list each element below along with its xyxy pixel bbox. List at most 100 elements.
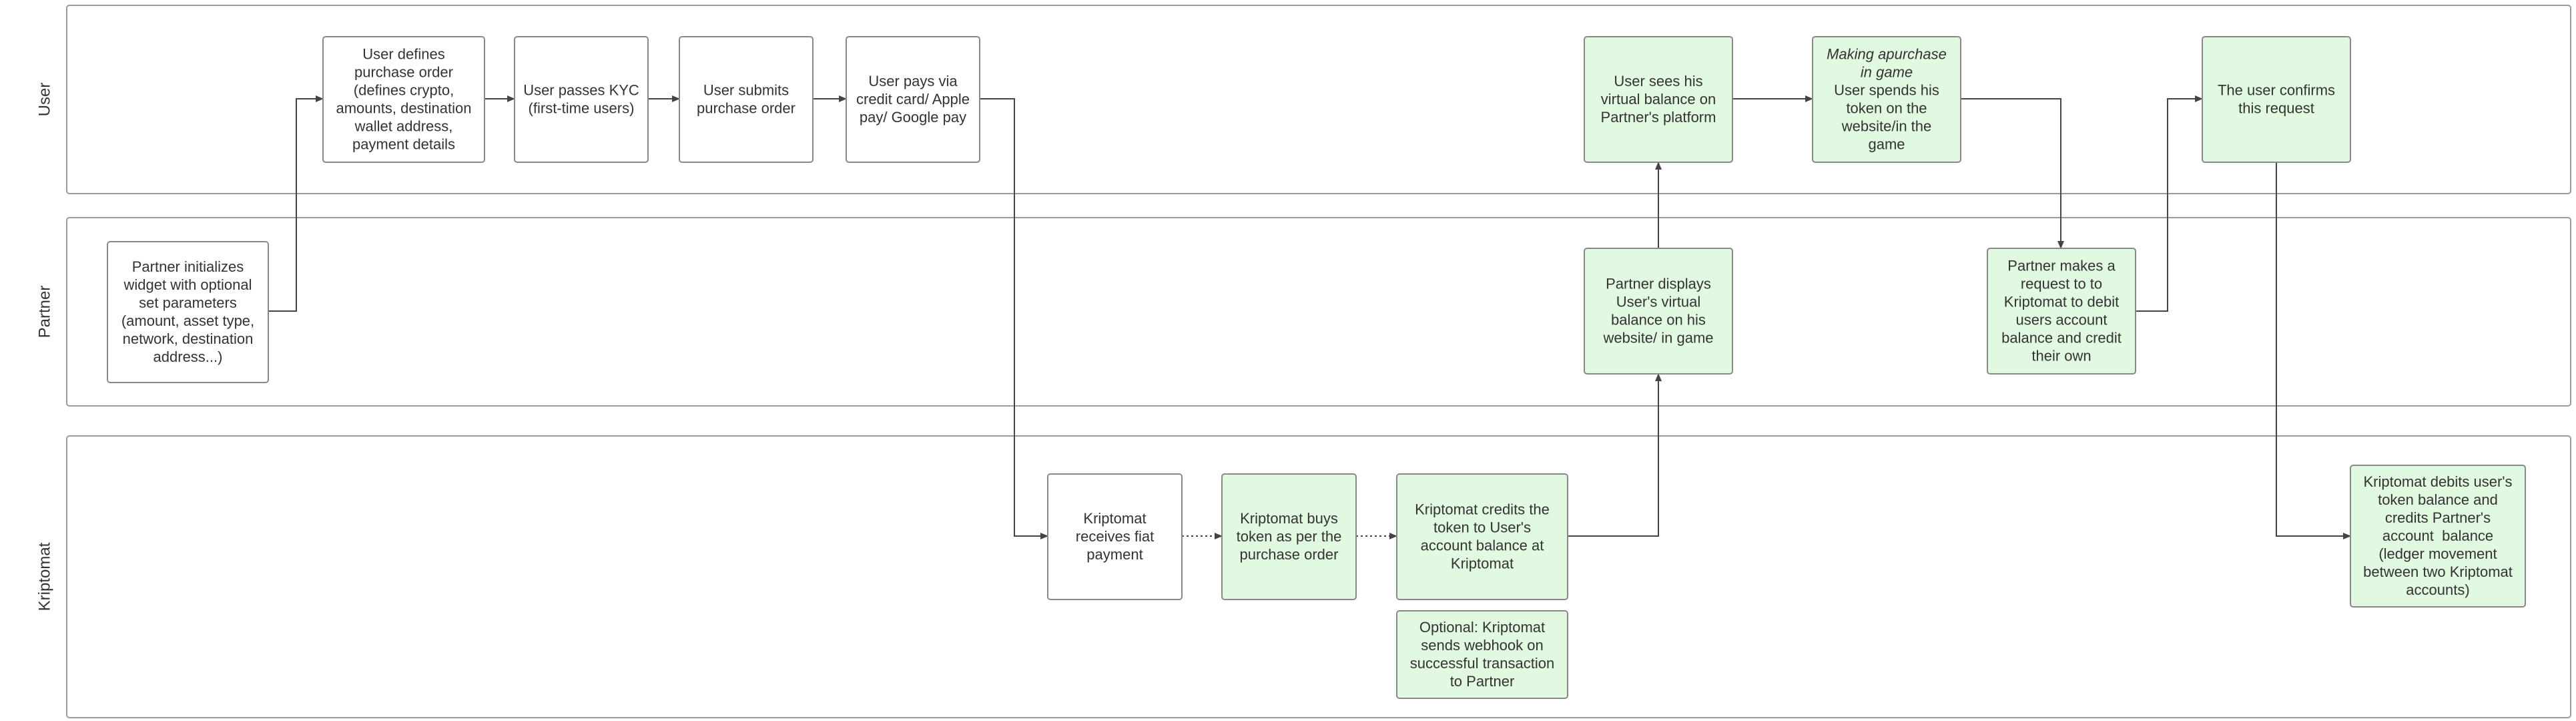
step-text-line: their own (2031, 347, 2091, 364)
step-text-line: credit card/ Apple (856, 91, 970, 107)
step-text-line: account balance at (1421, 537, 1544, 553)
step-text-line: this request (2238, 99, 2314, 116)
step-box (1584, 248, 1733, 375)
connector-u7-to-k5 (2276, 162, 2351, 539)
step-text-line: Kriptomat (1083, 510, 1146, 527)
step-text-line: request to to (2021, 275, 2102, 292)
step-k3: Kriptomat credits the token to User's acco… (1396, 473, 1568, 600)
step-text-line: payment details (352, 136, 455, 152)
step-text-line: Kriptomat (1451, 555, 1514, 571)
lane-border (66, 5, 2571, 194)
step-text-line: Partner's platform (1601, 109, 1716, 126)
step-text-line: purchase order (1240, 546, 1339, 563)
step-box (514, 36, 649, 163)
step-box (846, 36, 980, 163)
connector-p3-to-u7 (2136, 95, 2203, 312)
step-text-line: website/ in game (1602, 329, 1713, 346)
connector-u6-to-p3 (1961, 98, 2064, 249)
step-text-line: amounts, destination (336, 99, 471, 116)
step-text-line: purchase order (354, 63, 453, 80)
step-text-line: token balance and (2378, 491, 2498, 508)
step-text-line: token as per the (1237, 528, 1342, 545)
step-text-line: payment (1086, 546, 1143, 563)
step-box (1047, 473, 1183, 600)
step-text-line: Making apurchase (1827, 45, 1947, 62)
step-text-line: sends webhook on (1421, 637, 1543, 654)
lane-kriptomat: Kriptomat (35, 435, 2571, 718)
step-text-line: game (1868, 136, 1905, 152)
lane-border (66, 217, 2571, 407)
step-text-line: Kriptomat to debit (2004, 293, 2119, 310)
step-u2: User passes KYC(first-time users) (514, 36, 649, 163)
step-text-line: (ledger movement (2378, 545, 2497, 562)
step-text-line: Kriptomat credits the (1415, 501, 1550, 517)
step-box (1584, 36, 1733, 163)
step-text-line: address...) (153, 348, 223, 365)
step-text-line: (first-time users) (529, 99, 635, 116)
step-text-line: (defines crypto, (354, 81, 454, 98)
step-text-line: accounts) (2406, 581, 2469, 598)
step-text-line: website/in the (1841, 117, 1932, 134)
step-box (1396, 473, 1568, 600)
step-text-line: token on the (1846, 99, 1927, 116)
lane-label: User (35, 83, 53, 117)
connector-u4-to-k1 (980, 98, 1048, 539)
step-box (679, 36, 814, 163)
lane-border (66, 435, 2571, 718)
step-box (1221, 473, 1357, 600)
step-u5: User sees his virtual balance on Partner's… (1584, 36, 1733, 163)
step-text-line: Partner makes a (2007, 257, 2116, 274)
step-text-line: Optional: Kriptomat (1419, 619, 1545, 636)
lane-label: Kriptomat (35, 542, 53, 611)
step-text-line: set parameters (139, 294, 237, 311)
step-text-line: User spends his (1834, 81, 1939, 98)
step-box (322, 36, 485, 163)
step-text-line: account balance (2382, 527, 2493, 544)
step-text-line: User submits (703, 81, 789, 98)
step-text-line: credits Partner's (2385, 509, 2491, 526)
step-text-line: in game (1861, 63, 1913, 80)
step-text-line: User sees his (1614, 73, 1702, 89)
lane-partner: Partner (35, 217, 2571, 407)
lane-label: Partner (35, 286, 53, 338)
step-text-line: User defines (362, 45, 445, 62)
connector-p1-to-u1 (268, 95, 324, 312)
step-text-line: User's virtual (1616, 293, 1700, 310)
connector-k3-to-p2 (1568, 373, 1662, 537)
step-text-line: Kriptomat debits user's (2363, 473, 2512, 490)
step-text-line: widget with optional (123, 276, 252, 293)
step-text-line: receives fiat (1076, 528, 1154, 545)
step-box (2202, 36, 2351, 163)
step-text-line: token to User's (1433, 519, 1531, 535)
step-text-line: (amount, asset type, (121, 312, 254, 329)
step-box (1396, 610, 1568, 699)
step-text-line: The user confirms (2218, 81, 2335, 98)
step-box (1812, 36, 1961, 163)
lane-user: User (35, 5, 2571, 194)
step-text-line: pay/ Google pay (860, 109, 966, 126)
step-text-line: Kriptomat buys (1240, 510, 1338, 527)
step-text-line: wallet address, (354, 117, 453, 134)
step-text-line: balance on his (1611, 311, 1706, 328)
step-box (107, 241, 269, 383)
step-text-line: users account (2016, 311, 2108, 328)
step-text-line: purchase order (697, 99, 795, 116)
step-text-line: Partner displays (1606, 275, 1711, 292)
step-text-line: virtual balance on (1601, 91, 1716, 107)
step-text-line: Partner initializes (132, 258, 244, 275)
step-box (1987, 248, 2136, 375)
step-box (2350, 465, 2526, 608)
